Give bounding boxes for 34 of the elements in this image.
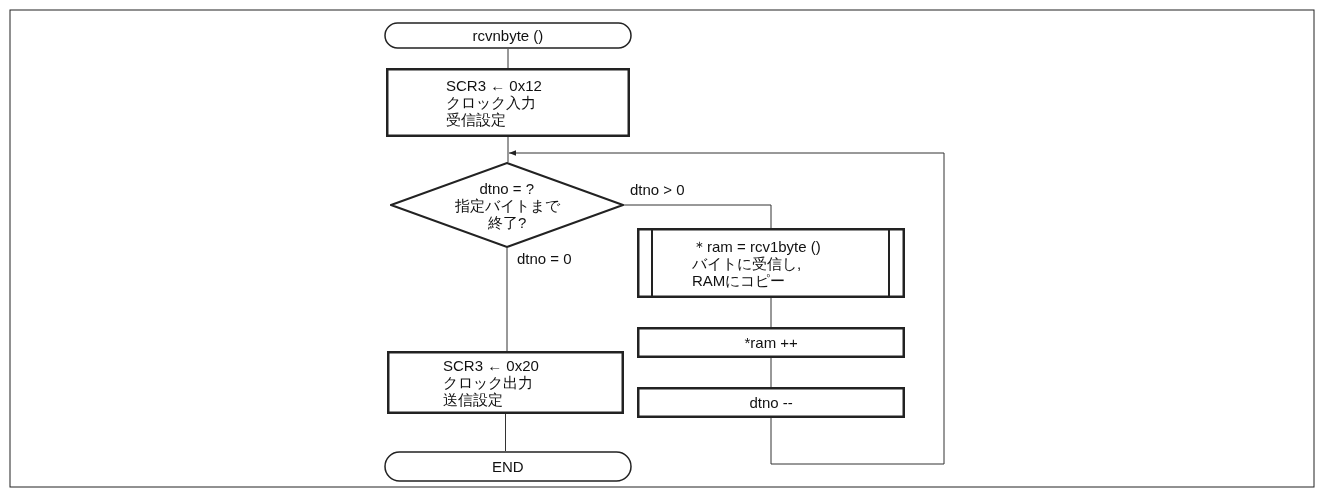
process-box [386, 68, 630, 137]
edge-label: dtno = 0 [515, 250, 574, 267]
connector-line [505, 413, 506, 452]
connector-line [623, 204, 772, 229]
terminal-box [384, 451, 632, 482]
subroutine-box [637, 228, 905, 298]
terminal-box [384, 22, 632, 49]
connector-line [506, 247, 508, 352]
process-box [637, 327, 905, 358]
condition-text: dtno = ? [479, 179, 535, 197]
connector-line [770, 297, 772, 328]
step-text: END [492, 458, 524, 475]
step-text: クロック出力 [443, 374, 533, 391]
step-text: dtno -- [749, 394, 793, 411]
connector-line [507, 48, 509, 69]
edge-label: dtno > 0 [628, 181, 687, 198]
arrow [508, 150, 945, 465]
step-text: ＊ram = rcv1byte () [692, 237, 821, 255]
condition-text: 終了? [488, 213, 527, 231]
step-text: 送信設定 [443, 391, 503, 408]
connector-line [507, 136, 509, 163]
connector-line [770, 357, 772, 388]
step-text: *ram ++ [744, 334, 798, 351]
decision-diamond [390, 162, 624, 248]
step-text: クロック入力 [446, 94, 536, 111]
step-text: バイトに受信し, [692, 254, 802, 272]
step-text: 受信設定 [446, 111, 506, 128]
step-text: SCR3 ← 0x12 [446, 77, 542, 94]
process-box [387, 351, 624, 414]
process-box [637, 387, 905, 418]
step-text: SCR3 ← 0x20 [443, 357, 539, 374]
step-text: rcvnbyte () [472, 27, 544, 44]
condition-text: 指定バイトまで [454, 196, 560, 214]
step-text: RAMにコピー [692, 271, 786, 289]
